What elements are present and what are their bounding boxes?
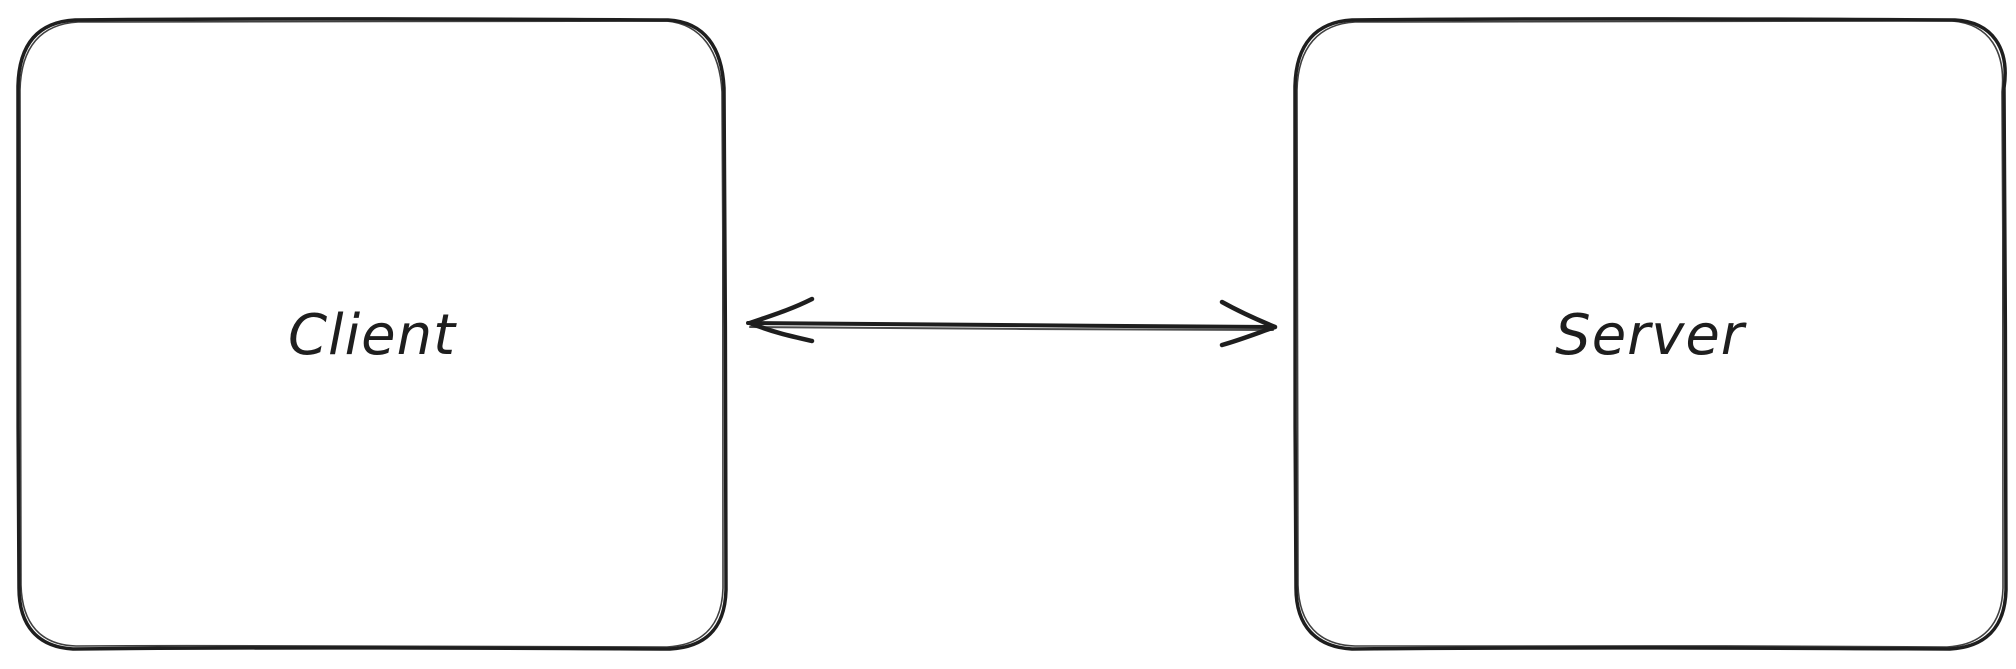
server-box — [1292, 17, 2008, 651]
client-node[interactable]: Client — [15, 17, 728, 651]
arrowhead-left-icon — [747, 296, 815, 344]
arrow-shaft-overstroke — [749, 326, 1274, 331]
client-box-overstroke — [18, 19, 725, 648]
arrow-shaft — [746, 321, 1277, 329]
bidirectional-arrow[interactable] — [746, 296, 1278, 348]
server-node[interactable]: Server — [1292, 17, 2008, 651]
server-box-overstroke — [1295, 19, 2005, 648]
client-label: Client — [288, 303, 457, 368]
client-box — [15, 17, 728, 651]
server-label: Server — [1555, 303, 1747, 368]
arrowhead-right-icon — [1219, 299, 1278, 348]
